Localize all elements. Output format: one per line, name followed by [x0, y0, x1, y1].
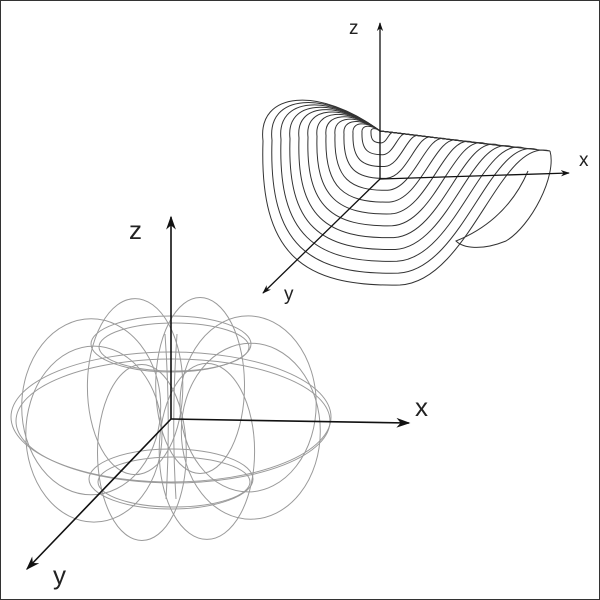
torus-wireframe	[10, 297, 332, 541]
torus-top-ring	[98, 322, 250, 372]
torus-tube-section	[180, 342, 321, 520]
surface-fold	[455, 150, 552, 248]
torus-tube-section	[179, 315, 317, 493]
lower-x-axis	[170, 417, 411, 428]
torus-tube-section	[158, 362, 256, 540]
surface-contour	[307, 111, 485, 227]
lower-plot: z x y	[10, 215, 428, 590]
surface-contour	[298, 109, 498, 239]
torus-tube-section	[96, 364, 187, 541]
surface-contour	[370, 128, 394, 144]
upper-x-label: x	[579, 150, 589, 171]
torus-tube-section	[21, 318, 162, 496]
surface-contour	[352, 123, 420, 168]
torus-inner-pinch	[164, 333, 169, 500]
torus-tube-section	[86, 298, 184, 476]
upper-y-axis	[262, 178, 381, 294]
surface-contour	[316, 113, 472, 215]
upper-z-label: z	[349, 18, 359, 39]
upper-x-axis	[379, 170, 570, 180]
lower-z-label: z	[129, 215, 142, 245]
upper-plot: z x y	[262, 18, 589, 305]
lower-y-axis	[26, 418, 172, 571]
surface-contour	[262, 99, 551, 286]
lower-x-label: x	[415, 392, 428, 422]
surface-contour	[361, 125, 407, 156]
torus-tube-section	[25, 345, 163, 523]
lower-y-label: y	[53, 560, 66, 590]
torus-tube-section	[155, 297, 246, 474]
upper-y-label: y	[284, 284, 294, 305]
torus-inner-pinch	[173, 333, 178, 500]
surface-contour	[343, 121, 433, 179]
saddle-surface	[262, 99, 552, 286]
surface-contour	[334, 118, 446, 191]
